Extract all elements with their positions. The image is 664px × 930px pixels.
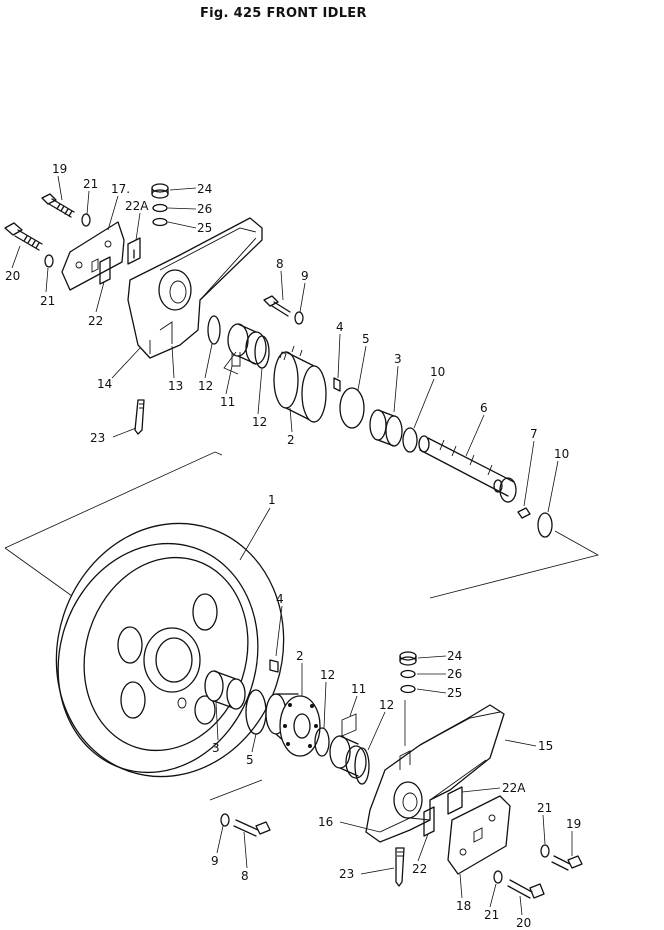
idler-wheel-1 bbox=[55, 522, 285, 778]
callout-22a-lower: 22A bbox=[502, 781, 526, 795]
callout-15: 15 bbox=[538, 739, 553, 753]
shim-22 bbox=[99, 249, 135, 285]
callout-2-lower: 2 bbox=[296, 649, 304, 663]
o-ring-12b bbox=[254, 335, 270, 369]
lock-washer-21-lower bbox=[540, 844, 550, 858]
washer-26 bbox=[152, 203, 168, 213]
callout-8: 8 bbox=[276, 257, 284, 271]
callout-26-lower: 26 bbox=[447, 667, 462, 681]
callout-8-lower: 8 bbox=[241, 869, 249, 883]
nut-24 bbox=[151, 183, 169, 199]
washer-26-lower bbox=[400, 669, 416, 679]
support-bracket-15 bbox=[365, 704, 505, 843]
callout-24-lower: 24 bbox=[447, 649, 462, 663]
callout-26: 26 bbox=[197, 202, 212, 216]
callout-10b: 10 bbox=[554, 447, 569, 461]
callout-10: 10 bbox=[430, 365, 445, 379]
bolt-8 bbox=[263, 295, 291, 317]
callout-17: 17. bbox=[111, 182, 130, 196]
shim-22-lower bbox=[423, 806, 435, 837]
washer-25-lower bbox=[400, 684, 416, 694]
o-ring-10b bbox=[537, 512, 553, 538]
callout-20: 20 bbox=[5, 269, 20, 283]
callout-3: 3 bbox=[394, 352, 402, 366]
callout-12-lower: 12 bbox=[320, 668, 335, 682]
callout-19: 19 bbox=[52, 162, 67, 176]
lock-washer-21b bbox=[44, 254, 54, 268]
lock-washer-9-lower bbox=[220, 813, 230, 827]
bushing-3-lower bbox=[204, 670, 246, 710]
bearing-housing-2-lower bbox=[265, 693, 321, 757]
figure-title: Fig. 425 FRONT IDLER bbox=[200, 6, 367, 21]
plate-17 bbox=[61, 221, 125, 291]
callout-5-lower: 5 bbox=[246, 753, 254, 767]
bolt-20-lower bbox=[507, 879, 545, 899]
callout-9-lower: 9 bbox=[211, 854, 219, 868]
callout-16: 16 bbox=[318, 815, 333, 829]
lock-washer-9 bbox=[294, 311, 304, 325]
shim-22a-lower bbox=[447, 786, 463, 815]
callout-20-lower: 20 bbox=[516, 916, 531, 930]
callout-23-lower: 23 bbox=[339, 867, 354, 881]
callout-22a: 22A bbox=[125, 199, 149, 213]
callout-11: 11 bbox=[220, 395, 235, 409]
callout-9: 9 bbox=[301, 269, 309, 283]
callout-18: 18 bbox=[456, 899, 471, 913]
upper-assembly: 19 21 17. 24 22A 26 25 20 21 22 8 9 4 5 … bbox=[4, 162, 569, 538]
plate-18 bbox=[447, 795, 511, 875]
dowel-pin-4 bbox=[333, 377, 341, 392]
callout-19-lower: 19 bbox=[566, 817, 581, 831]
support-bracket-13 bbox=[127, 217, 263, 359]
washer-25 bbox=[152, 217, 168, 227]
o-ring-12a-lower bbox=[314, 727, 330, 757]
callout-21-lower: 21 bbox=[537, 801, 552, 815]
callout-25-lower: 25 bbox=[447, 686, 462, 700]
callout-1: 1 bbox=[268, 493, 276, 507]
callout-4-lower: 4 bbox=[276, 592, 284, 606]
callout-23: 23 bbox=[90, 431, 105, 445]
floating-seal-11-lower bbox=[329, 713, 367, 779]
callout-11-lower: 11 bbox=[351, 682, 366, 696]
callout-4: 4 bbox=[336, 320, 344, 334]
callout-12b: 12 bbox=[252, 415, 267, 429]
callout-21b: 21 bbox=[40, 294, 55, 308]
pin-23-lower bbox=[395, 847, 405, 887]
callout-25: 25 bbox=[197, 221, 212, 235]
bolt-20 bbox=[4, 222, 43, 251]
callout-2: 2 bbox=[287, 433, 295, 447]
callout-22: 22 bbox=[88, 314, 103, 328]
o-ring-12a bbox=[207, 315, 221, 345]
nut-24-lower bbox=[399, 651, 417, 666]
callout-21: 21 bbox=[83, 177, 98, 191]
callout-12b-lower: 12 bbox=[379, 698, 394, 712]
callout-14: 14 bbox=[97, 377, 112, 391]
lock-washer-21b-lower bbox=[493, 870, 503, 884]
assembly-guide-lines bbox=[4, 451, 600, 801]
pin-23 bbox=[134, 399, 145, 435]
o-ring-10a bbox=[402, 427, 418, 453]
plug-7 bbox=[517, 507, 531, 519]
floating-seal-11 bbox=[227, 323, 267, 367]
callout-21b-lower: 21 bbox=[484, 908, 499, 922]
callout-24: 24 bbox=[197, 182, 212, 196]
dowel-pin-4-lower bbox=[269, 659, 279, 673]
bolt-19-lower bbox=[551, 855, 583, 871]
lower-assembly: 1 4 2 24 26 25 12 11 12 15 3 5 22A 21 19… bbox=[55, 493, 583, 930]
callout-5: 5 bbox=[362, 332, 370, 346]
lock-washer-21 bbox=[81, 213, 91, 227]
callout-22-lower: 22 bbox=[412, 862, 427, 876]
shaft-6 bbox=[418, 435, 517, 503]
callout-7: 7 bbox=[530, 427, 538, 441]
bolt-19 bbox=[41, 193, 75, 218]
bolt-8-lower bbox=[233, 819, 271, 837]
o-ring-12b-lower bbox=[354, 747, 370, 785]
bearing-housing-2 bbox=[273, 345, 327, 423]
o-ring-5 bbox=[339, 387, 365, 429]
callout-3-lower: 3 bbox=[212, 741, 220, 755]
bushing-3 bbox=[369, 409, 403, 447]
callout-6: 6 bbox=[480, 401, 488, 415]
callout-13: 13 bbox=[168, 379, 183, 393]
callout-12: 12 bbox=[198, 379, 213, 393]
